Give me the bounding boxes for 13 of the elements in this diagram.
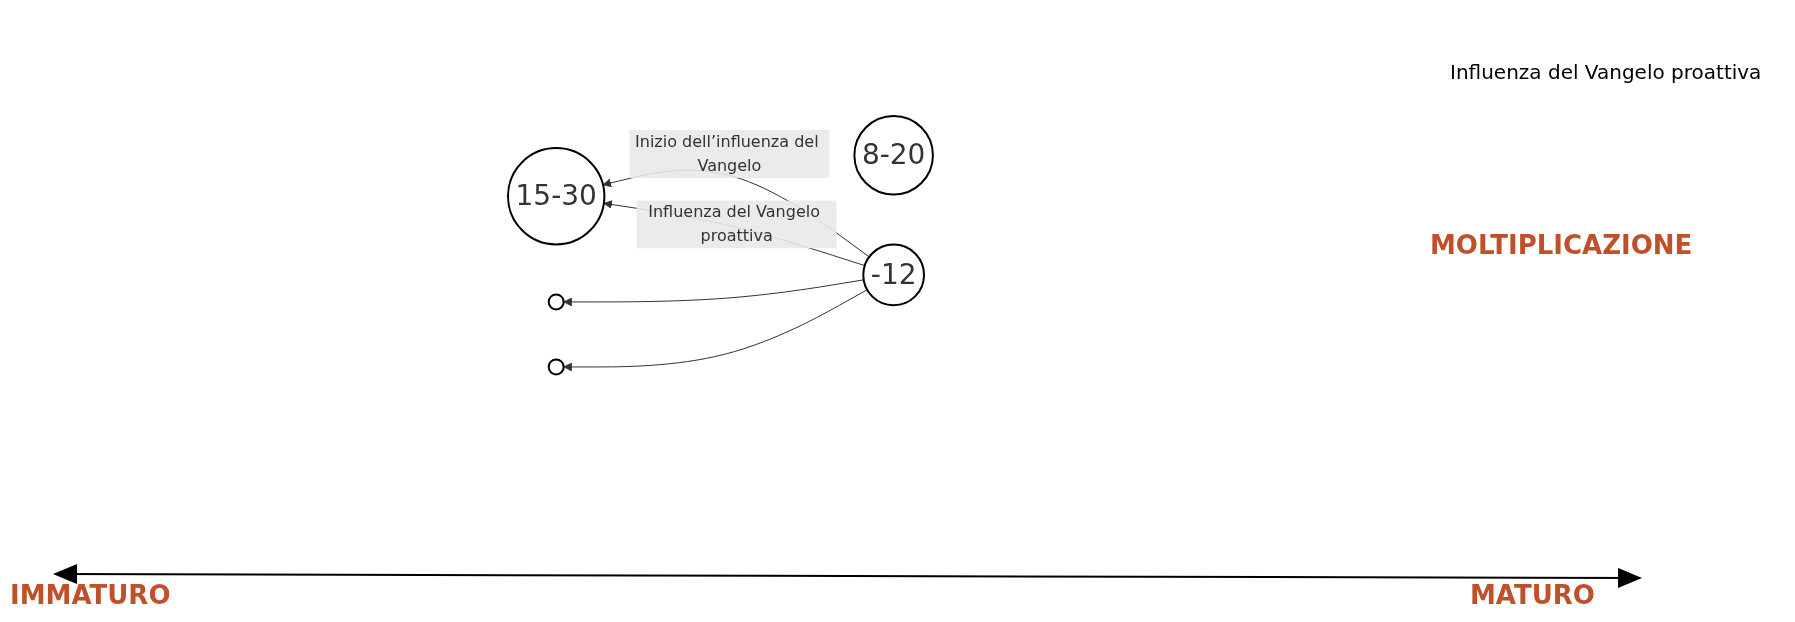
node-circle: [547, 358, 565, 376]
axis-label: MATURO: [1470, 580, 1595, 610]
node-circle: -12: [861, 243, 925, 307]
node-circle: 8-20: [852, 114, 934, 196]
edge-label: Influenza del Vangelo proattiva: [647, 202, 820, 246]
arrow: [562, 289, 868, 372]
axis-label: IMMATURO: [10, 580, 171, 610]
axis-label: MOLTIPLICAZIONE: [1430, 230, 1693, 260]
arrow: [562, 279, 864, 307]
node-circle: 15-30: [506, 146, 605, 246]
edge-label: Inizio dell’influenza del Vangelo: [634, 131, 819, 175]
note-text: Influenza del Vangelo proattiva: [1450, 60, 1762, 84]
node-circle: [547, 293, 565, 311]
